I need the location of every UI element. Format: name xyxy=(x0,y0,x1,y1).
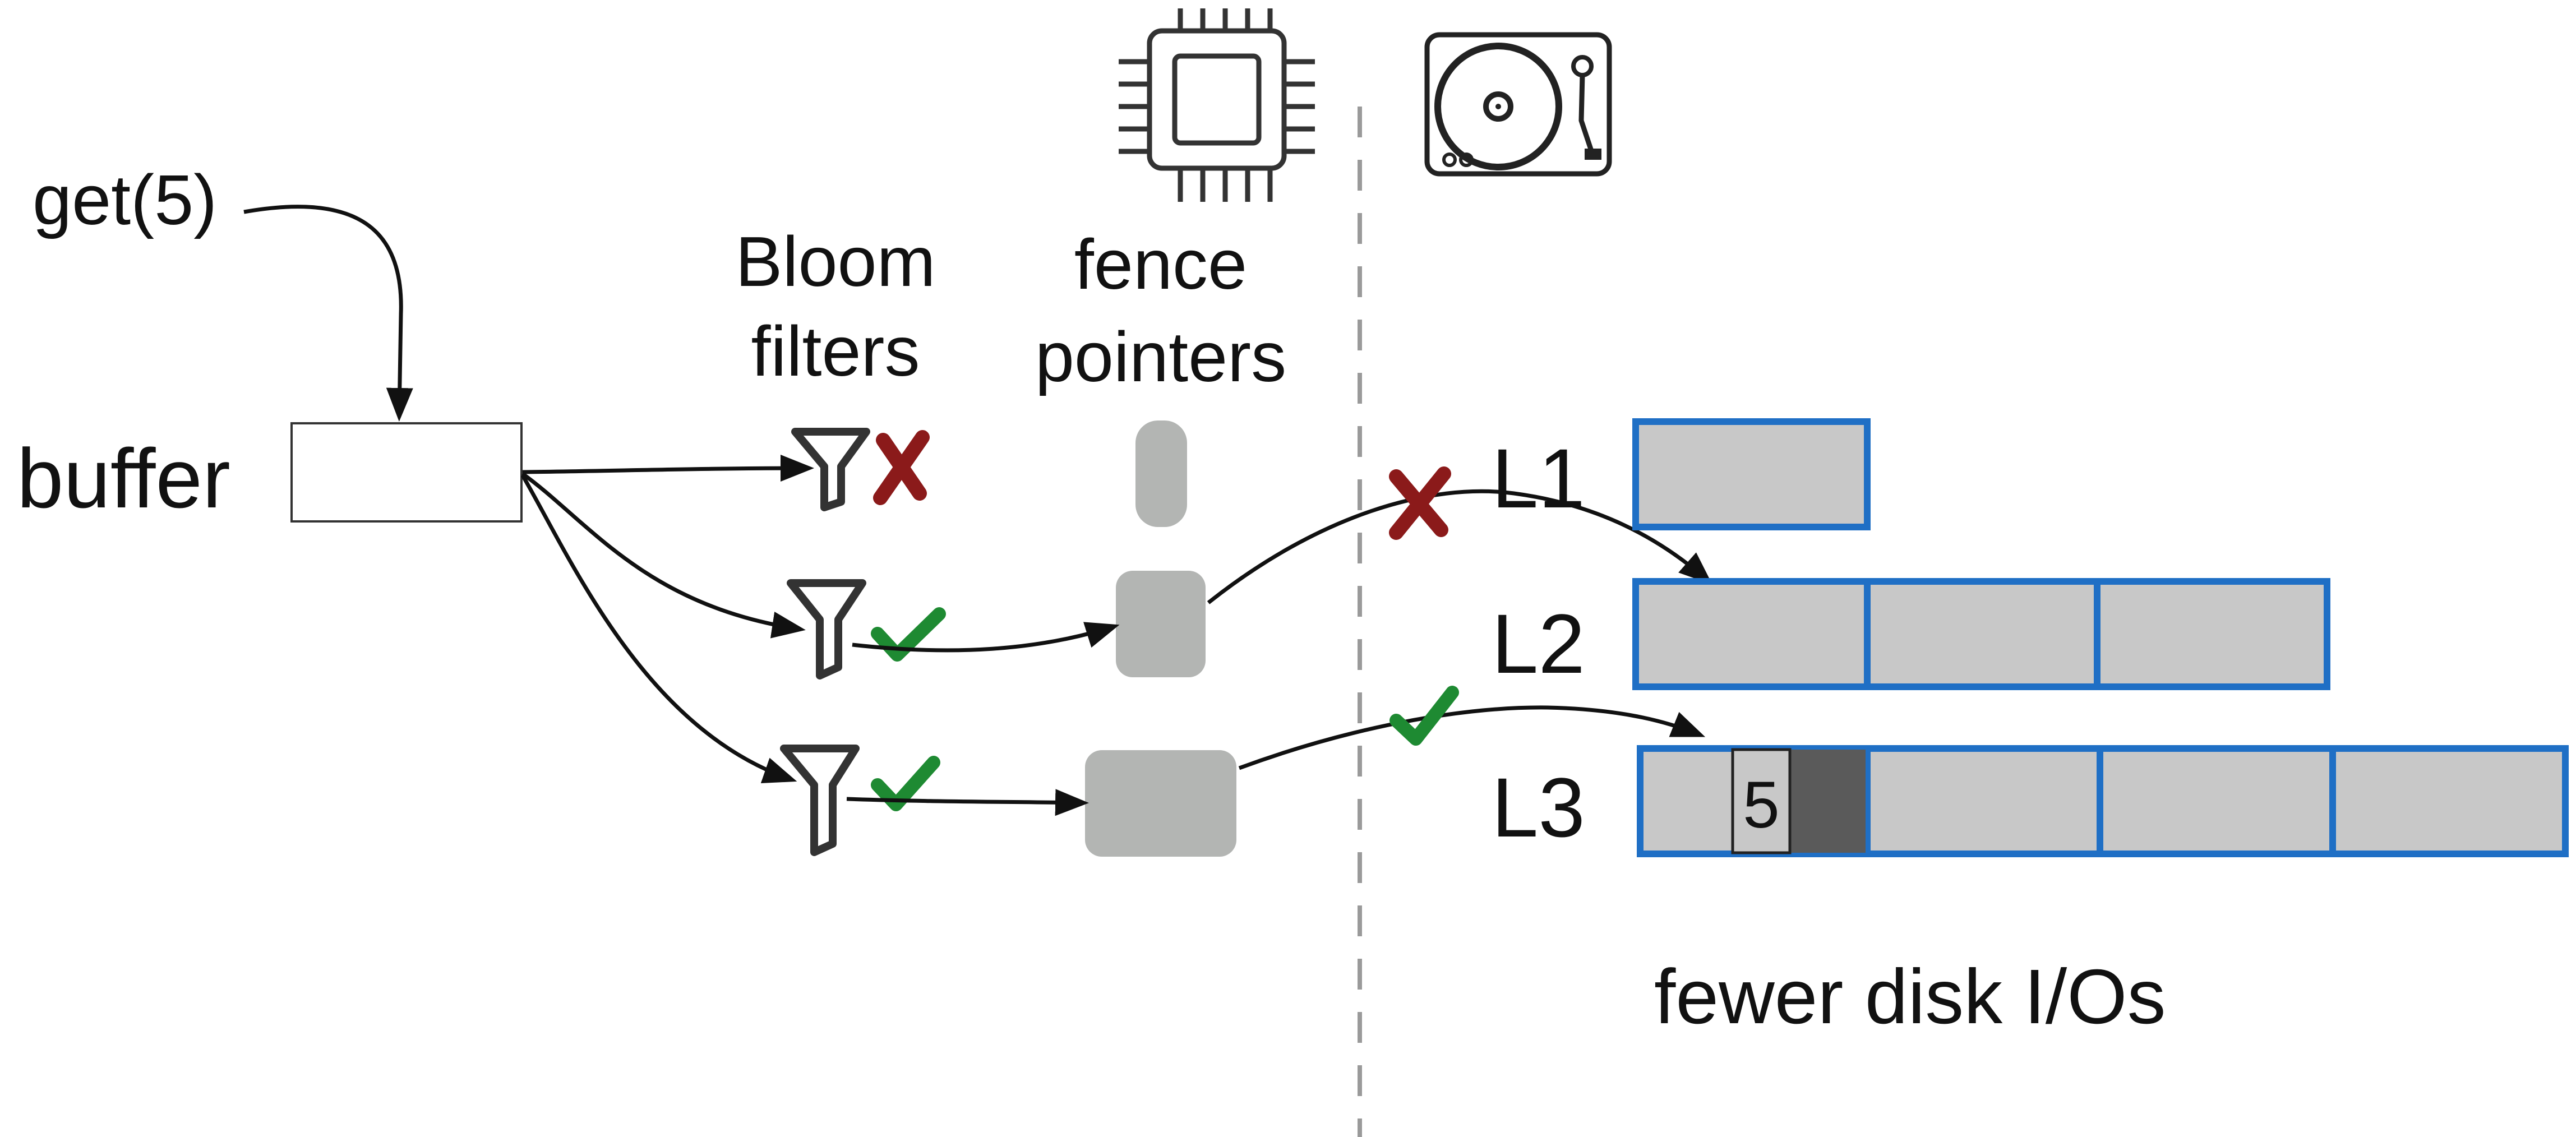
funnel-icon xyxy=(780,745,860,856)
query-arrow xyxy=(243,205,413,422)
cross-mark-icon xyxy=(1389,466,1451,540)
target-key-label: 5 xyxy=(1743,768,1780,842)
bloom-to-fence-l3-arrow xyxy=(846,789,1089,816)
level-label-l1: L1 xyxy=(1492,431,1585,525)
buffer-label: buffer xyxy=(17,431,230,525)
buffer-to-bloom-l2-arrow xyxy=(521,472,806,639)
level-label-l2: L2 xyxy=(1492,597,1585,691)
bloom-to-fence-l2-arrow xyxy=(852,622,1120,653)
funnel-icon xyxy=(791,428,870,511)
check-mark-icon xyxy=(871,607,946,662)
target-key-box xyxy=(1731,748,1792,854)
query-label: get(5) xyxy=(33,160,217,239)
fence-to-l3-arrow xyxy=(1238,705,1706,770)
fence-heading-line2: pointers xyxy=(1035,317,1286,396)
bloom-heading-line1: Bloom xyxy=(735,222,935,301)
fence-to-l2-arrow xyxy=(1207,489,1713,604)
cross-mark-icon xyxy=(873,430,930,505)
level-label-l3: L3 xyxy=(1492,760,1585,854)
funnel-icon xyxy=(787,579,866,680)
bloom-heading-line2: filters xyxy=(751,312,920,391)
buffer-to-bloom-l3-arrow xyxy=(520,474,797,783)
caption: fewer disk I/Os xyxy=(1654,954,2166,1040)
turntable-disk-icon xyxy=(1424,32,1612,177)
level-l2-runs xyxy=(1632,578,2330,690)
level-l1-runs xyxy=(1632,418,1871,530)
buffer-box xyxy=(290,422,523,523)
fence-pointer-l3 xyxy=(1085,750,1236,857)
fence-pointer-l2 xyxy=(1116,571,1206,677)
target-key-page xyxy=(1790,750,1866,853)
fence-pointer-l1 xyxy=(1135,420,1187,527)
fence-heading-line1: fence xyxy=(1074,225,1247,304)
buffer-to-bloom-l1-arrow xyxy=(522,455,814,482)
check-mark-icon xyxy=(1389,686,1459,746)
cpu-chip-icon xyxy=(1119,8,1315,202)
check-mark-icon xyxy=(871,756,940,811)
